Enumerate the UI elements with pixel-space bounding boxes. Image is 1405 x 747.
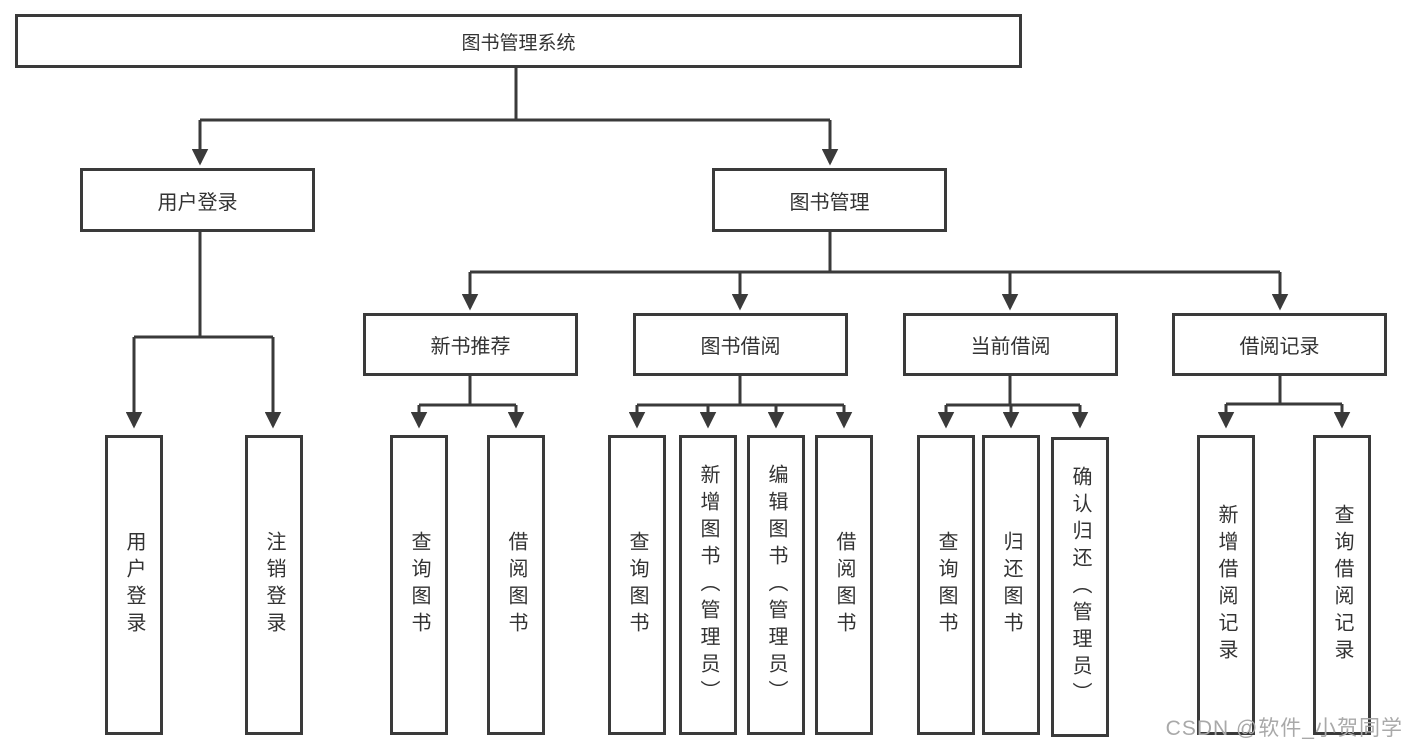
leaf-label: 新增借阅记录 [1215,504,1237,666]
leaf-edit-book-admin: 编辑图书（管理员） [747,435,805,735]
leaf-add-book-admin: 新增图书（管理员） [679,435,737,735]
node-label: 图书管理系统 [461,32,576,54]
leaf-label: 确认归还（管理员） [1069,465,1091,709]
node-label: 借阅记录 [1239,336,1320,358]
leaf-label: 借阅图书 [833,531,855,639]
leaf-borrow-books: 借阅图书 [815,435,873,735]
leaf-query-books-current: 查询图书 [917,435,975,735]
node-label: 用户登录 [157,191,238,214]
leaf-add-borrow-record: 新增借阅记录 [1197,435,1255,735]
leaf-return-books: 归还图书 [982,435,1040,735]
leaf-query-books-recommend: 查询图书 [390,435,448,735]
node-book-management: 图书管理 [712,168,947,232]
leaf-label: 借阅图书 [505,531,527,639]
node-new-book-recommend: 新书推荐 [363,313,578,376]
leaf-label: 新增图书（管理员） [697,463,719,707]
leaf-label: 归还图书 [1000,531,1022,639]
node-label: 图书管理 [789,191,870,214]
leaf-user-login: 用户登录 [105,435,163,735]
node-label: 当前借阅 [970,336,1051,358]
node-label: 新书推荐 [430,336,511,358]
leaf-label: 查询图书 [626,531,648,639]
leaf-confirm-return-admin: 确认归还（管理员） [1051,437,1109,737]
node-borrowing-records: 借阅记录 [1172,313,1387,376]
leaf-query-books-borrowing: 查询图书 [608,435,666,735]
node-label: 图书借阅 [700,336,781,358]
leaf-label: 用户登录 [123,531,145,639]
node-library-management-system: 图书管理系统 [15,14,1022,68]
leaf-label: 编辑图书（管理员） [765,463,787,707]
leaf-logout: 注销登录 [245,435,303,735]
node-current-borrowing: 当前借阅 [903,313,1118,376]
leaf-label: 注销登录 [263,531,285,639]
leaf-query-borrow-record: 查询借阅记录 [1313,435,1371,735]
leaf-label: 查询图书 [935,531,957,639]
leaf-borrow-books-recommend: 借阅图书 [487,435,545,735]
leaf-label: 查询图书 [408,531,430,639]
leaf-label: 查询借阅记录 [1331,504,1353,666]
node-book-borrowing: 图书借阅 [633,313,848,376]
node-user-login: 用户登录 [80,168,315,232]
